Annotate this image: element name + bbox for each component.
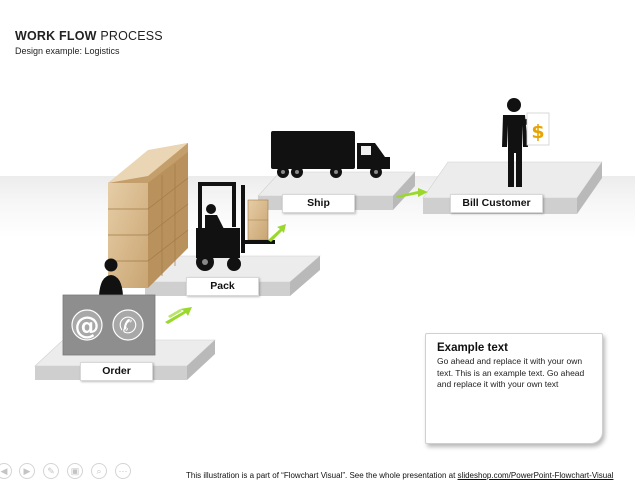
example-text-heading: Example text (437, 342, 508, 354)
svg-text:@: @ (75, 311, 100, 340)
price-tag-icon: $ (526, 112, 550, 146)
businessman-icon (502, 98, 531, 187)
order-counter: @ ✆ (62, 294, 156, 356)
more-icon[interactable]: ⋯ (115, 463, 131, 479)
slides-icon[interactable]: ▣ (67, 463, 83, 479)
forklift-icon (196, 182, 275, 271)
step-label-bill-customer: Bill Customer (450, 194, 543, 213)
svg-text:✆: ✆ (119, 314, 137, 339)
svg-text:$: $ (531, 121, 544, 143)
step-label-order: Order (80, 362, 153, 381)
forward-icon[interactable]: ▶ (19, 463, 35, 479)
back-icon[interactable]: ◀ (0, 463, 12, 479)
flow-arrow-1 (165, 307, 192, 324)
footer-link[interactable]: slideshop.com/PowerPoint-Flowchart-Visua… (457, 471, 614, 480)
example-text-body: Go ahead and replace it with your own te… (437, 356, 585, 389)
pen-icon[interactable]: ✎ (43, 463, 59, 479)
flow-arrow-3 (396, 188, 428, 198)
example-text-box: Example text Go ahead and replace it wit… (425, 333, 603, 444)
zoom-icon[interactable]: ⌕ (91, 463, 107, 479)
flow-arrow-2 (268, 224, 286, 242)
page-title: WORK FLOW PROCESS (15, 29, 163, 43)
phone-icon (112, 309, 144, 341)
step-label-pack: Pack (186, 277, 259, 296)
page-subtitle: Design example: Logistics (15, 46, 120, 56)
truck-icon (271, 131, 390, 178)
operator-icon (99, 258, 123, 296)
at-icon (71, 309, 103, 341)
box-stack (108, 143, 269, 288)
footer-note: This illustration is a part of “Flowchar… (186, 471, 614, 480)
step-label-ship: Ship (282, 194, 355, 213)
